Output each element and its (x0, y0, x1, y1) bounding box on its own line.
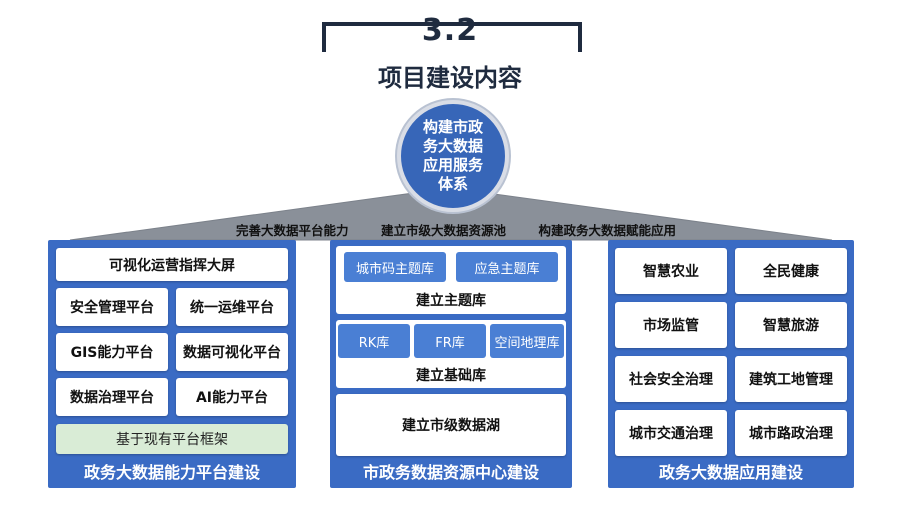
left-column: 可视化运营指挥大屏 安全管理平台 统一运维平台 GIS能力平台 数据可视化平台 … (48, 240, 296, 488)
theme-item: 应急主题库 (456, 252, 558, 282)
middle-column: 城市码主题库 应急主题库 建立主题库 RK库 FR库 空间地理库 建立基础库 建… (330, 240, 572, 488)
left-grid-item: 数据治理平台 (56, 378, 168, 416)
right-grid-item: 智慧农业 (615, 248, 727, 294)
right-column: 智慧农业 全民健康 市场监管 智慧旅游 社会安全治理 建筑工地管理 城市交通治理… (608, 240, 854, 488)
roof-caption: 完善大数据平台能力 (236, 223, 349, 238)
roof-caption: 构建政务大数据赋能应用 (538, 223, 676, 238)
left-grid-item: 安全管理平台 (56, 288, 168, 326)
left-top-box: 可视化运营指挥大屏 (56, 248, 288, 281)
base-item: RK库 (338, 324, 410, 358)
middle-column-footer: 市政务数据资源中心建设 (362, 463, 539, 482)
center-circle: 构建市政务大数据应用服务体系 (397, 100, 509, 212)
roof-caption: 建立市级大数据资源池 (380, 223, 506, 238)
right-grid-item: 社会安全治理 (615, 356, 727, 402)
base-item: FR库 (414, 324, 486, 358)
right-grid-item: 智慧旅游 (735, 302, 847, 348)
right-column-footer: 政务大数据应用建设 (658, 463, 803, 482)
title-bracket-left (322, 22, 482, 52)
base-label: 建立基础库 (416, 368, 486, 384)
left-grid-item: 数据可视化平台 (176, 333, 288, 371)
right-grid-item: 城市交通治理 (615, 410, 727, 456)
left-grid-item: 统一运维平台 (176, 288, 288, 326)
theme-panel: 城市码主题库 应急主题库 建立主题库 (336, 246, 566, 314)
theme-label: 建立主题库 (416, 293, 486, 309)
base-panel: RK库 FR库 空间地理库 建立基础库 (336, 320, 566, 388)
right-grid-item: 城市路政治理 (735, 410, 847, 456)
left-grid-item: GIS能力平台 (56, 333, 168, 371)
title-bracket-right (422, 22, 582, 52)
section-number: 3.2 (421, 13, 479, 48)
data-lake-box: 建立市级数据湖 (336, 394, 566, 456)
right-grid-item: 全民健康 (735, 248, 847, 294)
page-title: 项目建设内容 (378, 64, 522, 92)
center-circle-text: 构建市政务大数据应用服务体系 (422, 118, 483, 193)
left-base-box: 基于现有平台框架 (56, 424, 288, 454)
roof-captions: 完善大数据平台能力 建立市级大数据资源池 构建政务大数据赋能应用 (236, 220, 676, 239)
left-grid-item: AI能力平台 (176, 378, 288, 416)
left-column-footer: 政务大数据能力平台建设 (83, 463, 260, 482)
base-item: 空间地理库 (490, 324, 564, 358)
right-grid-item: 建筑工地管理 (735, 356, 847, 402)
theme-item: 城市码主题库 (344, 252, 446, 282)
right-grid-item: 市场监管 (615, 302, 727, 348)
